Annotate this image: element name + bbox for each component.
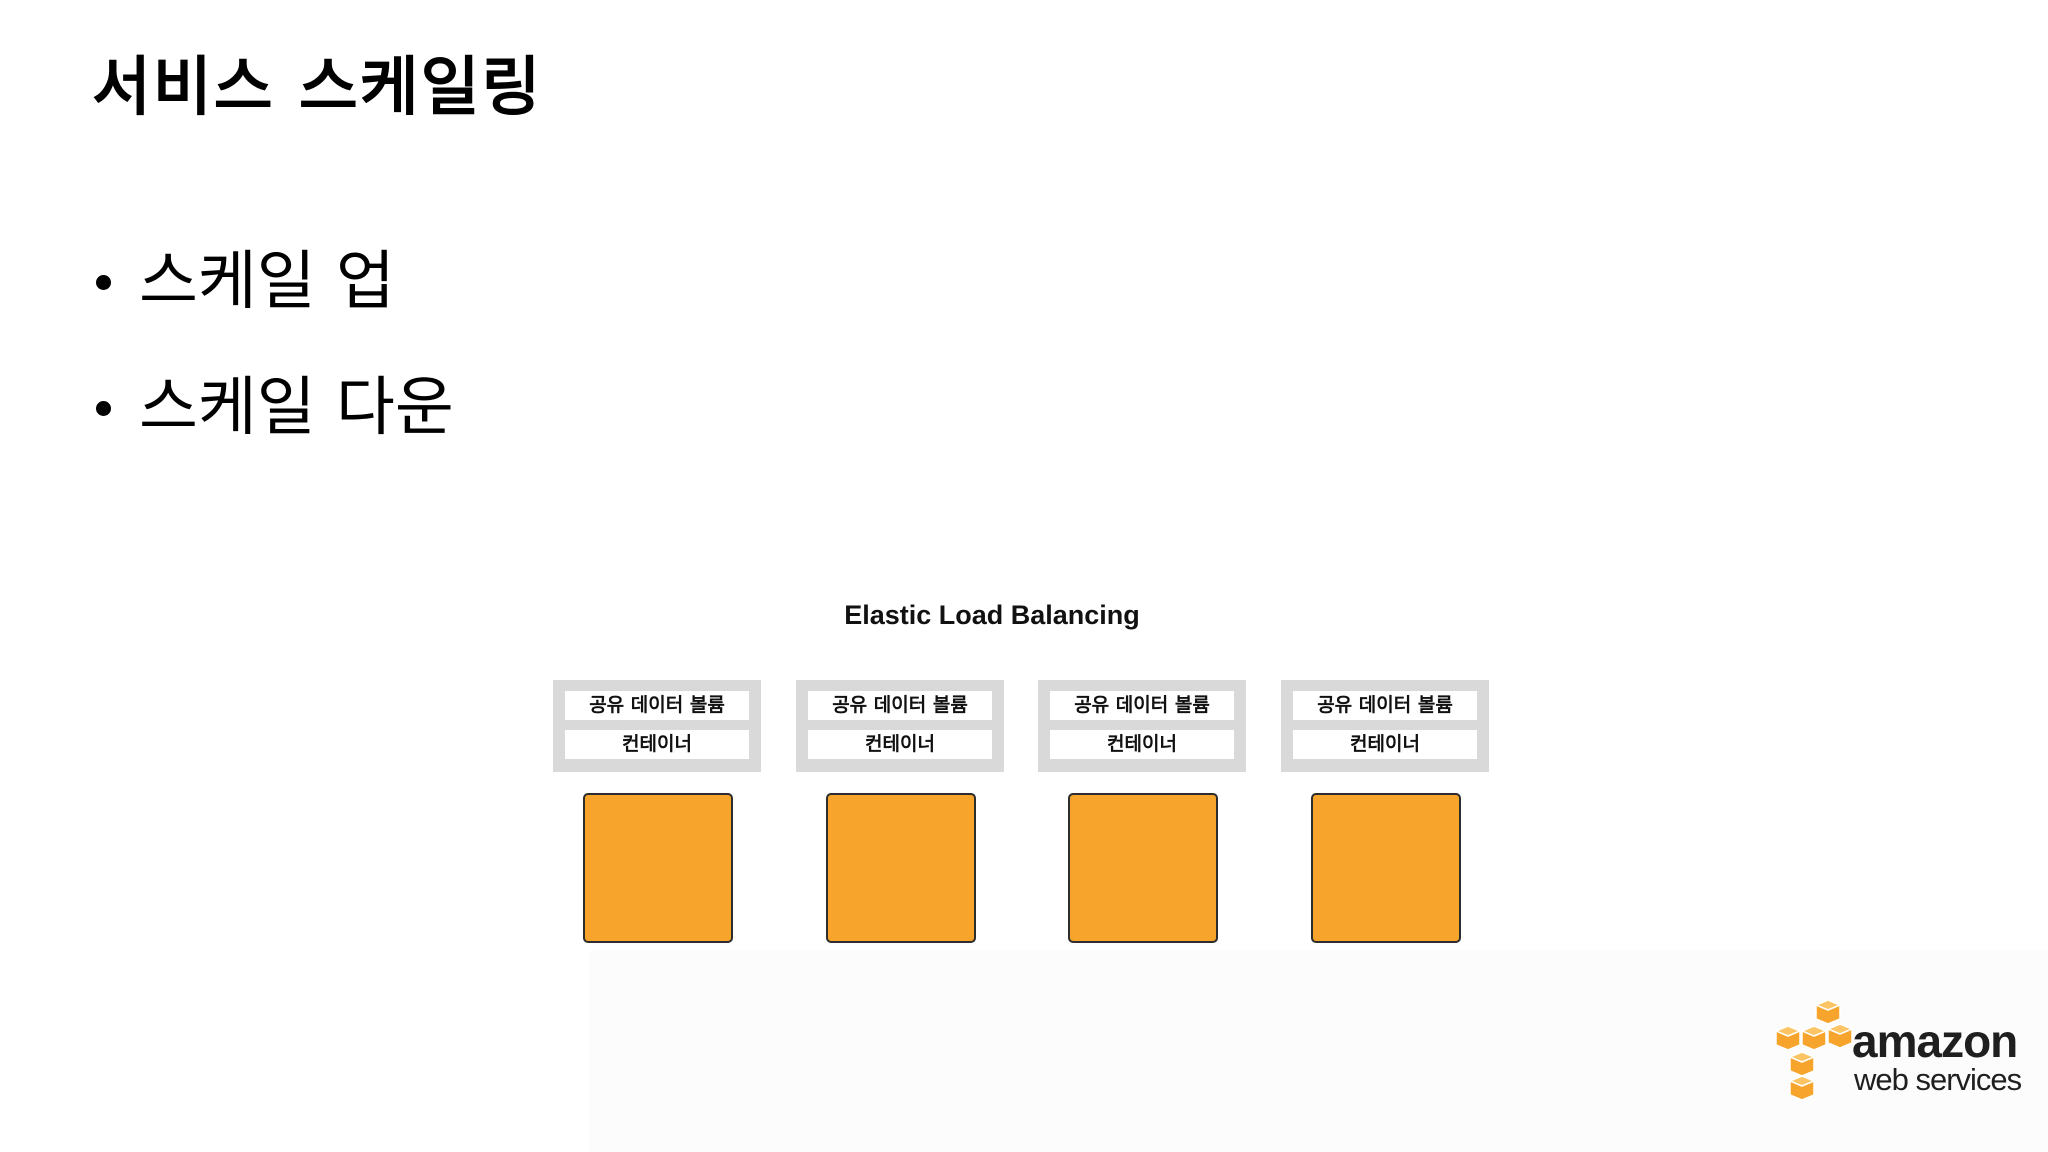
container-label: 컨테이너 xyxy=(1050,730,1234,759)
container-stack: 공유 데이터 볼륨 컨테이너 xyxy=(796,680,1004,772)
ec2-instance-icon xyxy=(826,793,976,943)
container-stack: 공유 데이터 볼륨 컨테이너 xyxy=(553,680,761,772)
shared-volume-label: 공유 데이터 볼륨 xyxy=(808,691,992,720)
aws-logo-webservices-text: web services xyxy=(1854,1062,2022,1097)
load-balancer-label: Elastic Load Balancing xyxy=(844,600,1140,630)
bullet-list: 스케일 업 스케일 다운 xyxy=(92,240,454,492)
bullet-dot-icon xyxy=(96,274,111,290)
ec2-instance-icon xyxy=(1068,793,1218,943)
container-label: 컨테이너 xyxy=(565,730,749,759)
bullet-text: 스케일 다운 xyxy=(139,371,454,445)
bullet-item: 스케일 다운 xyxy=(92,366,454,450)
shared-volume-label: 공유 데이터 볼륨 xyxy=(1293,691,1477,720)
bullet-text: 스케일 업 xyxy=(139,245,395,319)
background-shade xyxy=(590,950,2048,1152)
service-node: 공유 데이터 볼륨 컨테이너 xyxy=(1038,680,1246,943)
ec2-instance-icon xyxy=(583,793,733,943)
shared-volume-label: 공유 데이터 볼륨 xyxy=(565,691,749,720)
container-label: 컨테이너 xyxy=(808,730,992,759)
aws-cubes-icon xyxy=(1776,1000,1854,1100)
container-stack: 공유 데이터 볼륨 컨테이너 xyxy=(1038,680,1246,772)
aws-logo: amazon web services xyxy=(1776,1000,2036,1100)
bullet-item: 스케일 업 xyxy=(92,240,454,324)
bullet-dot-icon xyxy=(96,400,111,416)
aws-logo-amazon-text: amazon xyxy=(1852,1015,2018,1067)
shared-volume-label: 공유 데이터 볼륨 xyxy=(1050,691,1234,720)
container-stack: 공유 데이터 볼륨 컨테이너 xyxy=(1281,680,1489,772)
slide-title: 서비스 스케일링 xyxy=(92,51,543,125)
container-label: 컨테이너 xyxy=(1293,730,1477,759)
service-node: 공유 데이터 볼륨 컨테이너 xyxy=(1281,680,1489,943)
service-node: 공유 데이터 볼륨 컨테이너 xyxy=(796,680,1004,943)
ec2-instance-icon xyxy=(1311,793,1461,943)
service-node: 공유 데이터 볼륨 컨테이너 xyxy=(553,680,761,943)
